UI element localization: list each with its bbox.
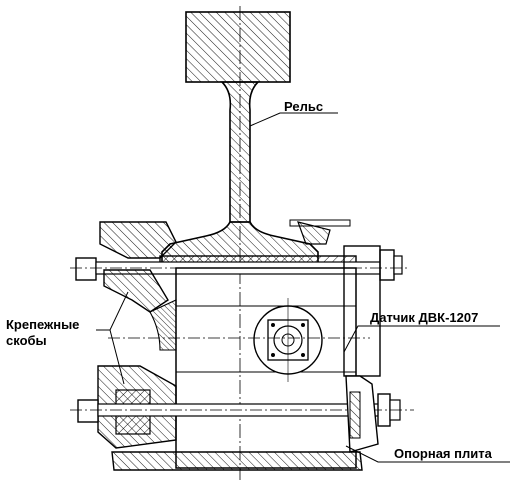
main-body	[175, 245, 381, 469]
leader-rail	[249, 112, 338, 127]
leader-clamps-top	[96, 291, 129, 331]
rail-head	[185, 11, 291, 83]
label-sensor: Датчик ДВК-1207	[370, 310, 479, 325]
left-clamp-upper	[103, 269, 177, 351]
leader-clamps-bottom	[96, 329, 125, 385]
sensor-dvk-1207	[253, 298, 323, 382]
right-bracket	[345, 375, 379, 453]
leader-sensor	[343, 325, 500, 353]
label-base-plate: Опорная плита	[394, 446, 492, 461]
label-rail: Рельс	[284, 99, 324, 114]
rail	[161, 11, 319, 267]
base-plate	[111, 451, 363, 471]
label-clamps-line2: скобы	[6, 333, 47, 348]
leader-base-plate	[345, 445, 510, 463]
leader-lines	[96, 112, 510, 463]
label-clamps-line1: Крепежные	[6, 317, 80, 332]
